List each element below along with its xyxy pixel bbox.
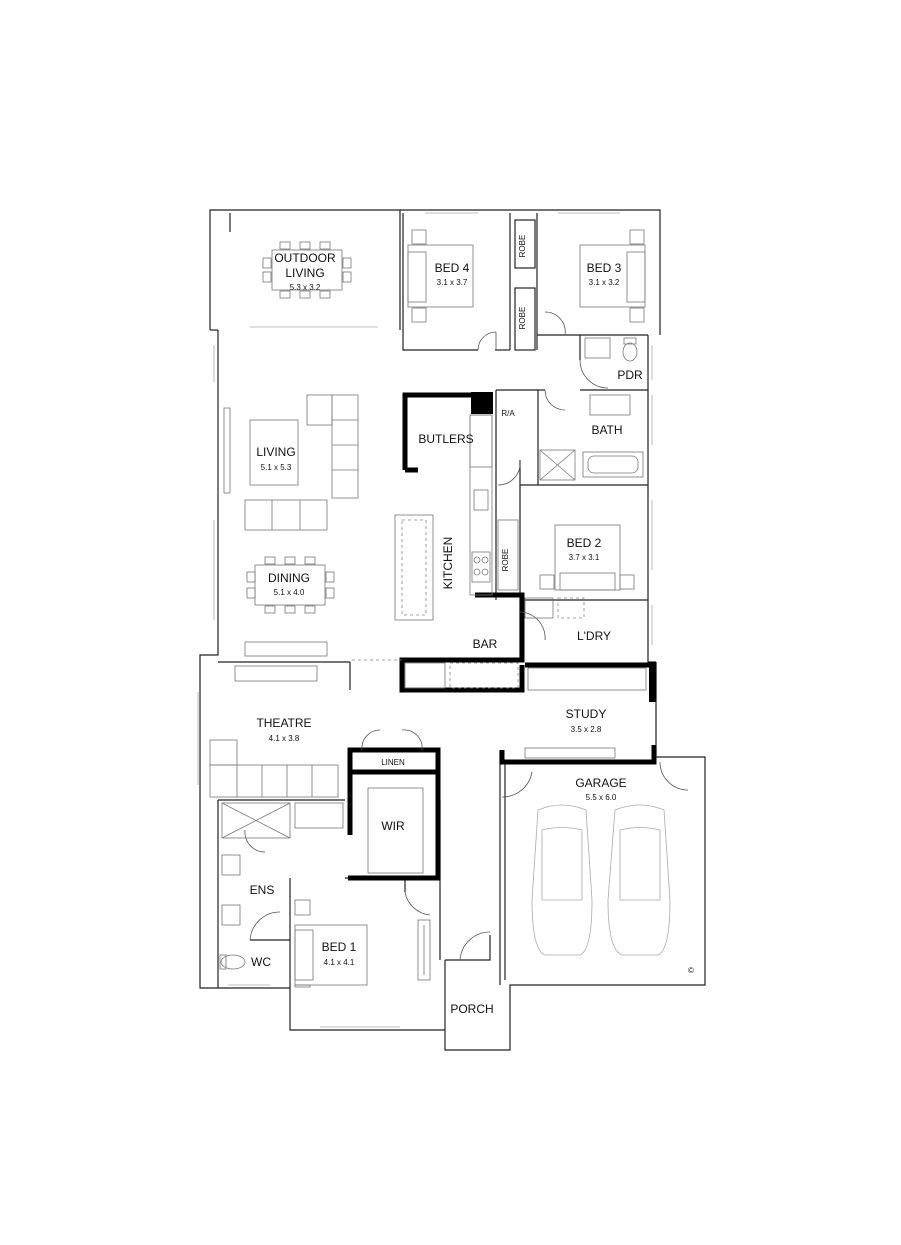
- study-label: STUDY: [566, 707, 607, 721]
- linen-label: LINEN: [381, 758, 405, 767]
- outdoor-living-dim: 5.3 x 3.2: [290, 283, 321, 292]
- bar-label: BAR: [473, 637, 498, 651]
- outer-walls: [199, 209, 706, 1051]
- bed1-dim: 4.1 x 4.1: [324, 958, 355, 967]
- interior-walls: [217, 213, 648, 1030]
- butlers-label: BUTLERS: [418, 432, 473, 446]
- wir-label: WIR: [381, 819, 405, 833]
- column-block: [471, 392, 493, 414]
- bed2-dim: 3.7 x 3.1: [569, 553, 600, 562]
- bed2-label: BED 2: [567, 536, 602, 550]
- dining-dim: 5.1 x 4.0: [274, 588, 305, 597]
- robe-label-c: ROBE: [501, 549, 510, 572]
- living-dim: 5.1 x 5.3: [261, 463, 292, 472]
- bed1-label: BED 1: [322, 940, 357, 954]
- room-labels: OUTDOOR LIVING 5.3 x 3.2 BED 4 3.1 x 3.7…: [250, 235, 694, 1016]
- garage-label: GARAGE: [575, 776, 626, 790]
- doors: [244, 311, 689, 961]
- robe-label-a: ROBE: [518, 235, 527, 258]
- theatre-dim: 4.1 x 3.8: [269, 734, 300, 743]
- bed4-dim: 3.1 x 3.7: [437, 278, 468, 287]
- furniture: [209, 229, 647, 988]
- laundry-label: L'DRY: [577, 629, 611, 643]
- outdoor-living-label-1: OUTDOOR: [274, 251, 336, 265]
- bed4-label: BED 4: [435, 261, 470, 275]
- ra-label: R/A: [501, 409, 515, 418]
- bed3-dim: 3.1 x 3.2: [589, 278, 620, 287]
- column-block-small: [649, 662, 656, 702]
- garage-dim: 5.5 x 6.0: [586, 793, 617, 802]
- kitchen-label: KITCHEN: [441, 537, 455, 590]
- dining-label: DINING: [268, 571, 310, 585]
- pdr-label: PDR: [617, 368, 643, 382]
- copyright-symbol: ©: [688, 966, 694, 975]
- living-label: LIVING: [256, 445, 295, 459]
- bed3-label: BED 3: [587, 261, 622, 275]
- garage-cars: [531, 804, 671, 956]
- outdoor-living-label-2: LIVING: [285, 266, 324, 280]
- study-dim: 3.5 x 2.8: [571, 725, 602, 734]
- wc-label: WC: [251, 955, 271, 969]
- ens-label: ENS: [250, 883, 275, 897]
- bath-label: BATH: [591, 423, 622, 437]
- theatre-label: THEATRE: [256, 716, 311, 730]
- porch-label: PORCH: [450, 1002, 493, 1016]
- robe-label-b: ROBE: [518, 307, 527, 330]
